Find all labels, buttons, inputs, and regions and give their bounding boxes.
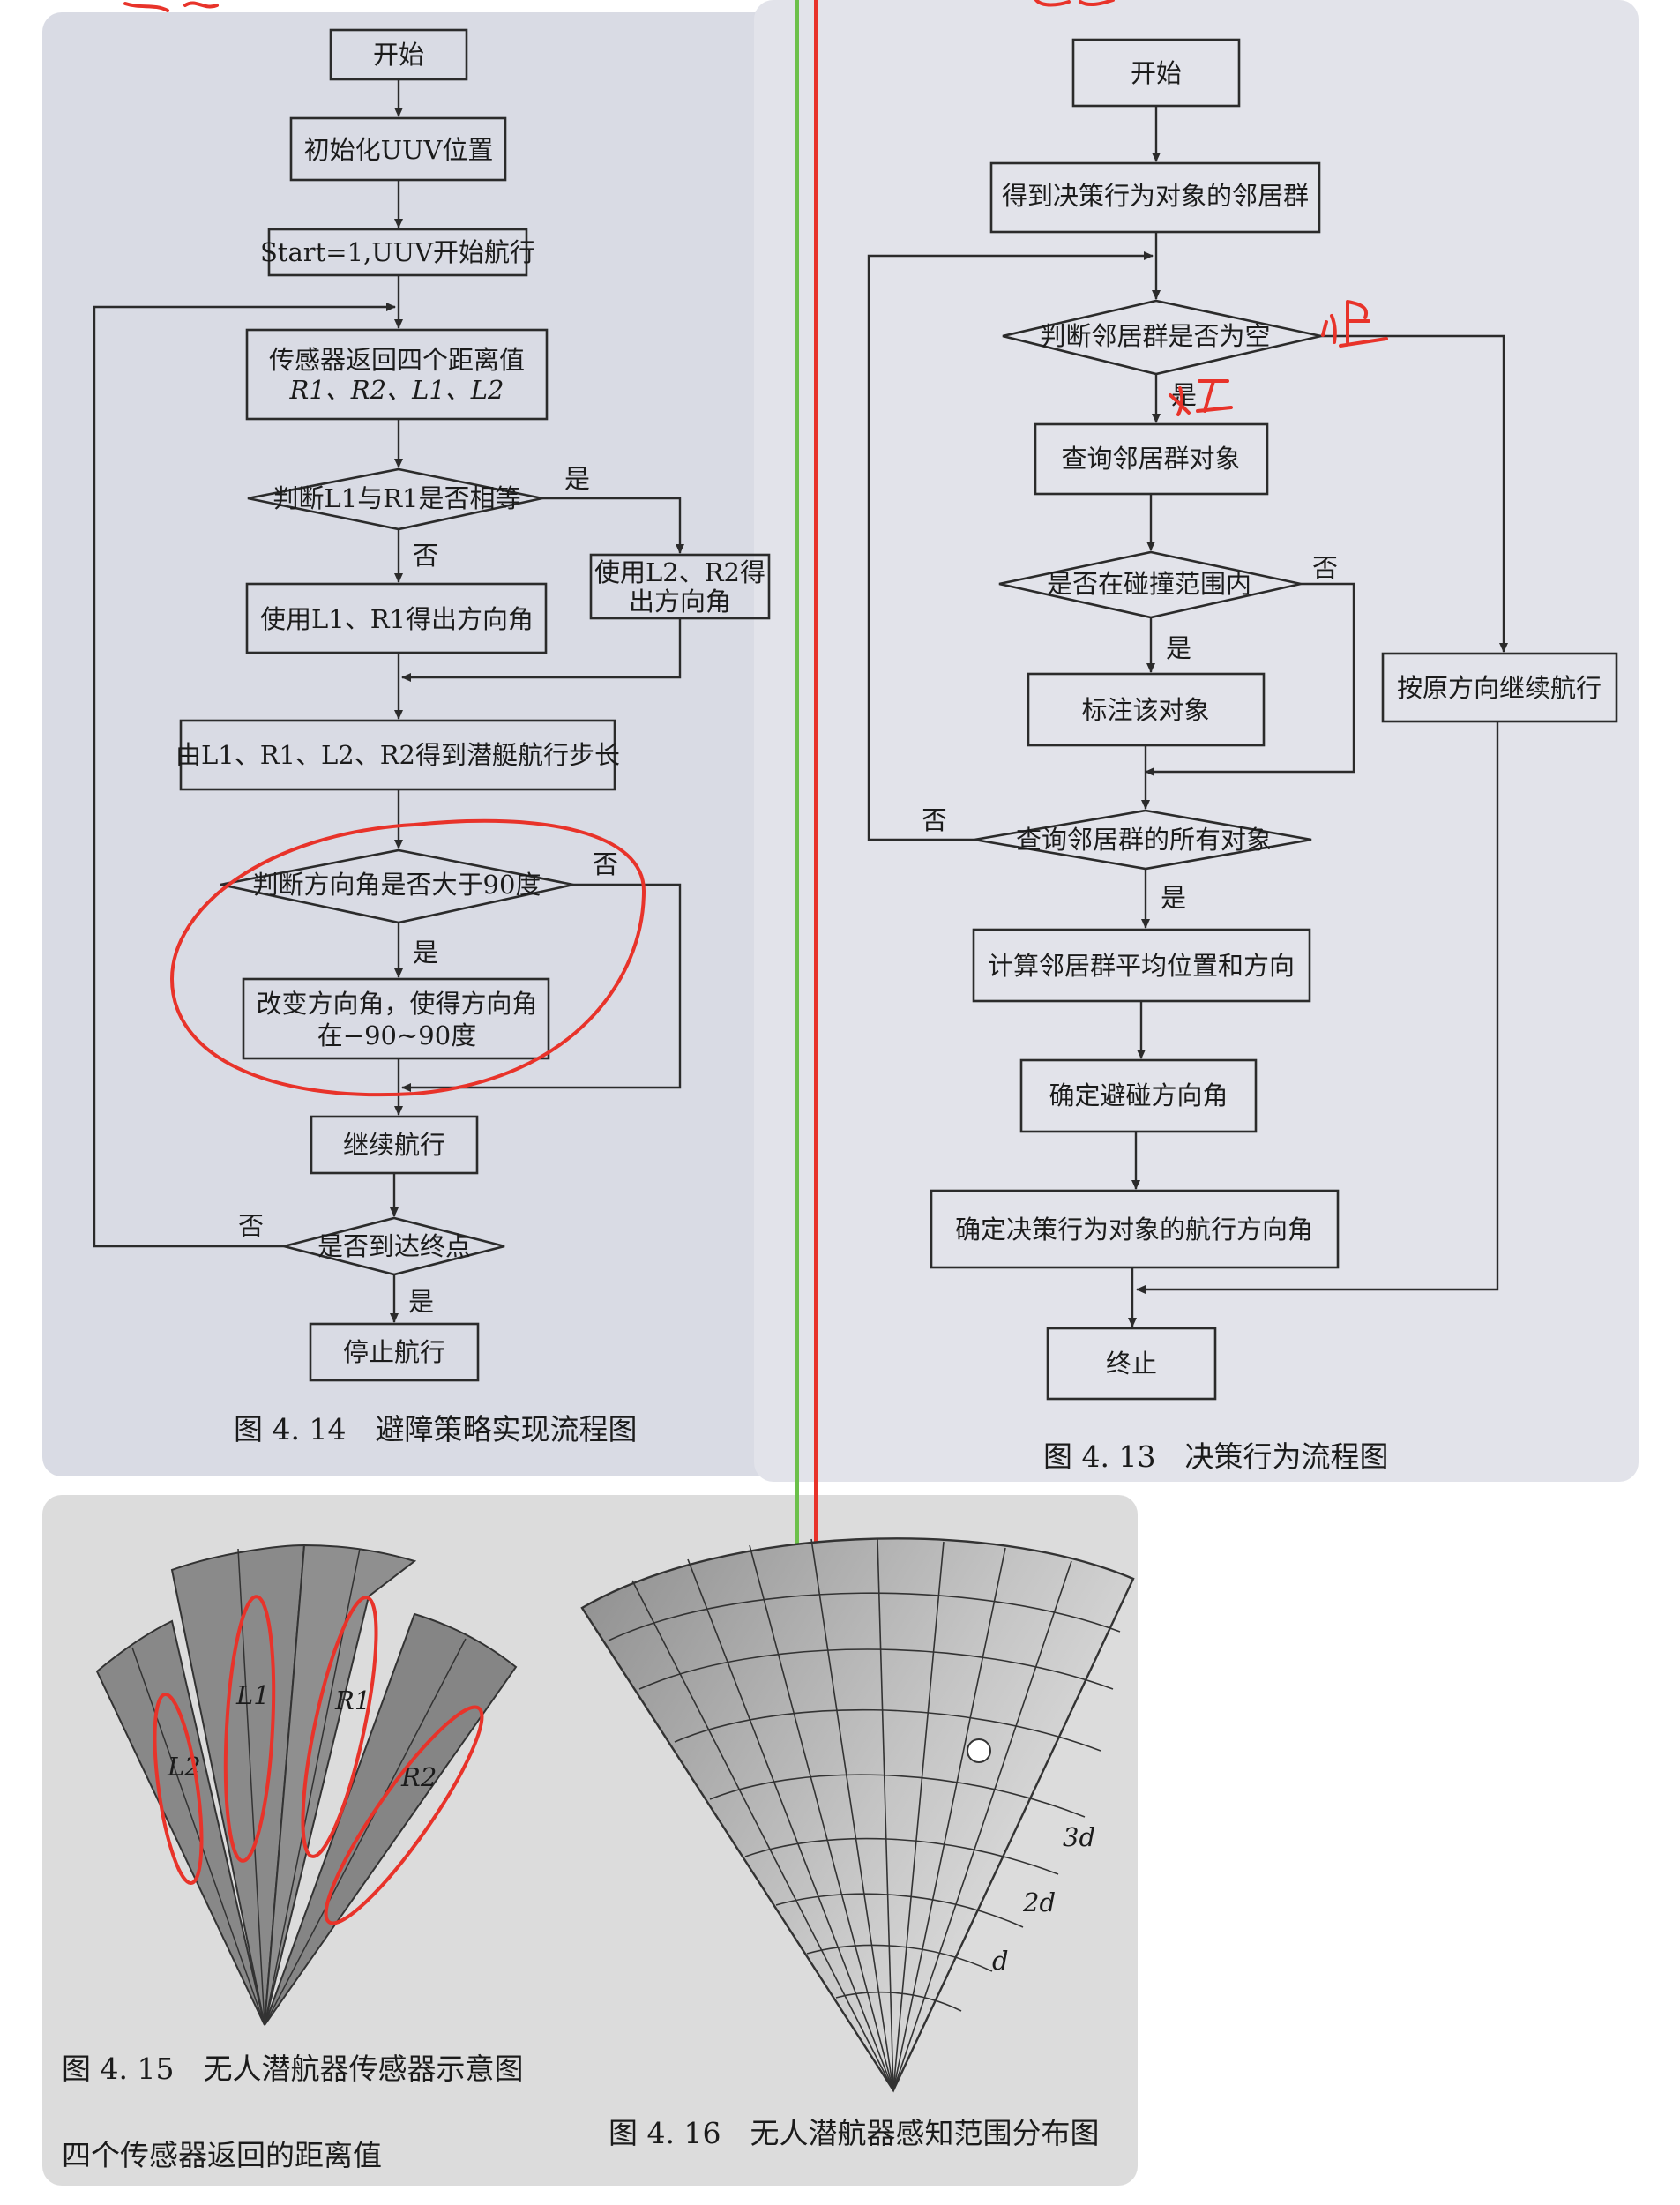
right-end-text: 终止 [1106, 1349, 1157, 1379]
range-caption: 图 4. 16 无人潜航器感知范围分布图 [609, 2116, 1099, 2150]
left-sensor-box [245, 328, 549, 421]
left-judge-angle-text: 判断方向角是否大于90度 [253, 870, 541, 900]
left-step-text: 由L1、R1、L2、R2得到潜艇航行步长 [175, 740, 620, 770]
right-caption: 图 4. 13 决策行为流程图 [1043, 1439, 1388, 1474]
left-change-line1: 改变方向角，使得方向角 [256, 989, 537, 1019]
sensor-caption: 图 4. 15 无人潜航器传感器示意图 [62, 2052, 523, 2086]
right-page-panel [754, 0, 1639, 1482]
right-yes3-label: 是 [1161, 883, 1186, 913]
left-yes2-label: 是 [413, 938, 438, 968]
left-use-l1r1-text: 使用L1、R1得出方向角 [260, 604, 534, 634]
right-no1-label: 否 [1312, 553, 1338, 583]
left-no1-label: 否 [413, 541, 438, 571]
red-ellipse-l1 [223, 1595, 276, 1863]
red-ellipse-r1 [301, 1596, 378, 1858]
right-get-group-text: 得到决策行为对象的邻居群 [1002, 181, 1309, 211]
cone-radial-lines [631, 1537, 1072, 2091]
right-mark-text: 标注该对象 [1081, 695, 1209, 725]
right-keep-dir-box [1381, 652, 1618, 723]
right-start-text: 开始 [1131, 58, 1182, 88]
left-sensor-line2: R1、R2、L1、L2 [289, 375, 504, 405]
right-yes1-label: 是 [1171, 380, 1197, 410]
left-yes1-label: 是 [564, 464, 590, 494]
sensor-below-text: 四个传感器返回的距离值 [62, 2138, 382, 2172]
left-reach-end-text: 是否到达终点 [317, 1231, 471, 1261]
left-change-box [242, 977, 550, 1060]
left-continue-text: 继续航行 [343, 1130, 445, 1160]
right-yes2-label: 是 [1166, 633, 1191, 663]
range-label-2d: 2d [1022, 1887, 1056, 1917]
right-in-range-text: 是否在碰撞范围内 [1047, 569, 1251, 599]
range-label-3d: 3d [1063, 1822, 1095, 1852]
cone-range-arcs [608, 1592, 1121, 2012]
left-use-l2r2-line1: 使用L2、R2得 [594, 557, 765, 587]
right-query-obj-text: 查询邻居群对象 [1061, 444, 1240, 474]
left-use-l1r1-box [245, 582, 548, 654]
sensor-fan-figure: L2 L1 R1 R2 图 4. 15 无人潜航器传感器示意图 四个传感器返回的… [62, 1544, 523, 2172]
right-confirm-heading-box [930, 1189, 1340, 1269]
left-no2-label: 否 [593, 849, 618, 879]
left-judge-l1r1-text: 判断L1与R1是否相等 [273, 483, 521, 513]
left-page-panel [42, 12, 801, 1476]
right-flowchart: 开始 得到决策行为对象的邻居群 判断邻居群是否为空 是 查询邻居群对象 是否在碰… [867, 0, 1618, 1474]
sector-l1 [170, 1544, 306, 2026]
red-annotation-handwriting-mid [1169, 379, 1233, 416]
red-annotation-handwriting-right [1321, 300, 1388, 348]
red-annotation-scribble-top-right [1034, 0, 1115, 7]
left-init-text: 初始化UUV位置 [304, 135, 494, 165]
left-no3-label: 否 [238, 1211, 264, 1241]
red-annotation-scribble-top-left [123, 1, 219, 12]
sector-l2 [95, 1619, 265, 2026]
red-ellipse-l2 [153, 1693, 204, 1885]
perception-cone [580, 1537, 1135, 2093]
red-annotation-circle [169, 818, 646, 1097]
sensor-label-r1: R1 [334, 1686, 370, 1715]
perception-range-figure: 3d 2d d 图 4. 16 无人潜航器感知范围分布图 [580, 1537, 1135, 2150]
target-object-marker [967, 1738, 991, 1763]
left-use-l2r2-line2: 出方向角 [629, 587, 731, 617]
left-start-text: 开始 [373, 40, 424, 70]
right-end-box [1046, 1327, 1217, 1401]
right-judge-empty-text: 判断邻居群是否为空 [1040, 321, 1270, 351]
right-keep-dir-text: 按原方向继续航行 [1397, 673, 1602, 703]
left-stop-text: 停止航行 [343, 1337, 445, 1367]
right-query-all-text: 查询邻居群的所有对象 [1016, 825, 1272, 855]
sensor-label-l1: L1 [235, 1680, 270, 1710]
left-yes3-label: 是 [408, 1287, 434, 1317]
left-flowchart: 开始 初始化UUV位置 Start=1,UUV开始航行 传感器返回四个距离值 R… [93, 1, 771, 1446]
right-confirm-avoid-text: 确定避碰方向角 [1049, 1080, 1228, 1110]
left-caption: 图 4. 14 避障策略实现流程图 [234, 1412, 637, 1446]
range-label-d: d [992, 1946, 1009, 1976]
right-no2-label: 否 [922, 805, 947, 835]
right-confirm-avoid-box [1019, 1058, 1258, 1133]
left-start-sail-text: Start=1,UUV开始航行 [260, 237, 535, 267]
red-ellipse-r2 [324, 1705, 484, 1925]
sector-r1 [264, 1544, 417, 2026]
right-confirm-heading-text: 确定决策行为对象的航行方向角 [955, 1215, 1313, 1245]
left-change-line2: 在−90~90度 [317, 1020, 476, 1050]
left-sensor-line1: 传感器返回四个距离值 [269, 345, 525, 375]
left-stop-box [309, 1322, 480, 1382]
right-calc-avg-text: 计算邻居群平均位置和方向 [988, 951, 1295, 981]
